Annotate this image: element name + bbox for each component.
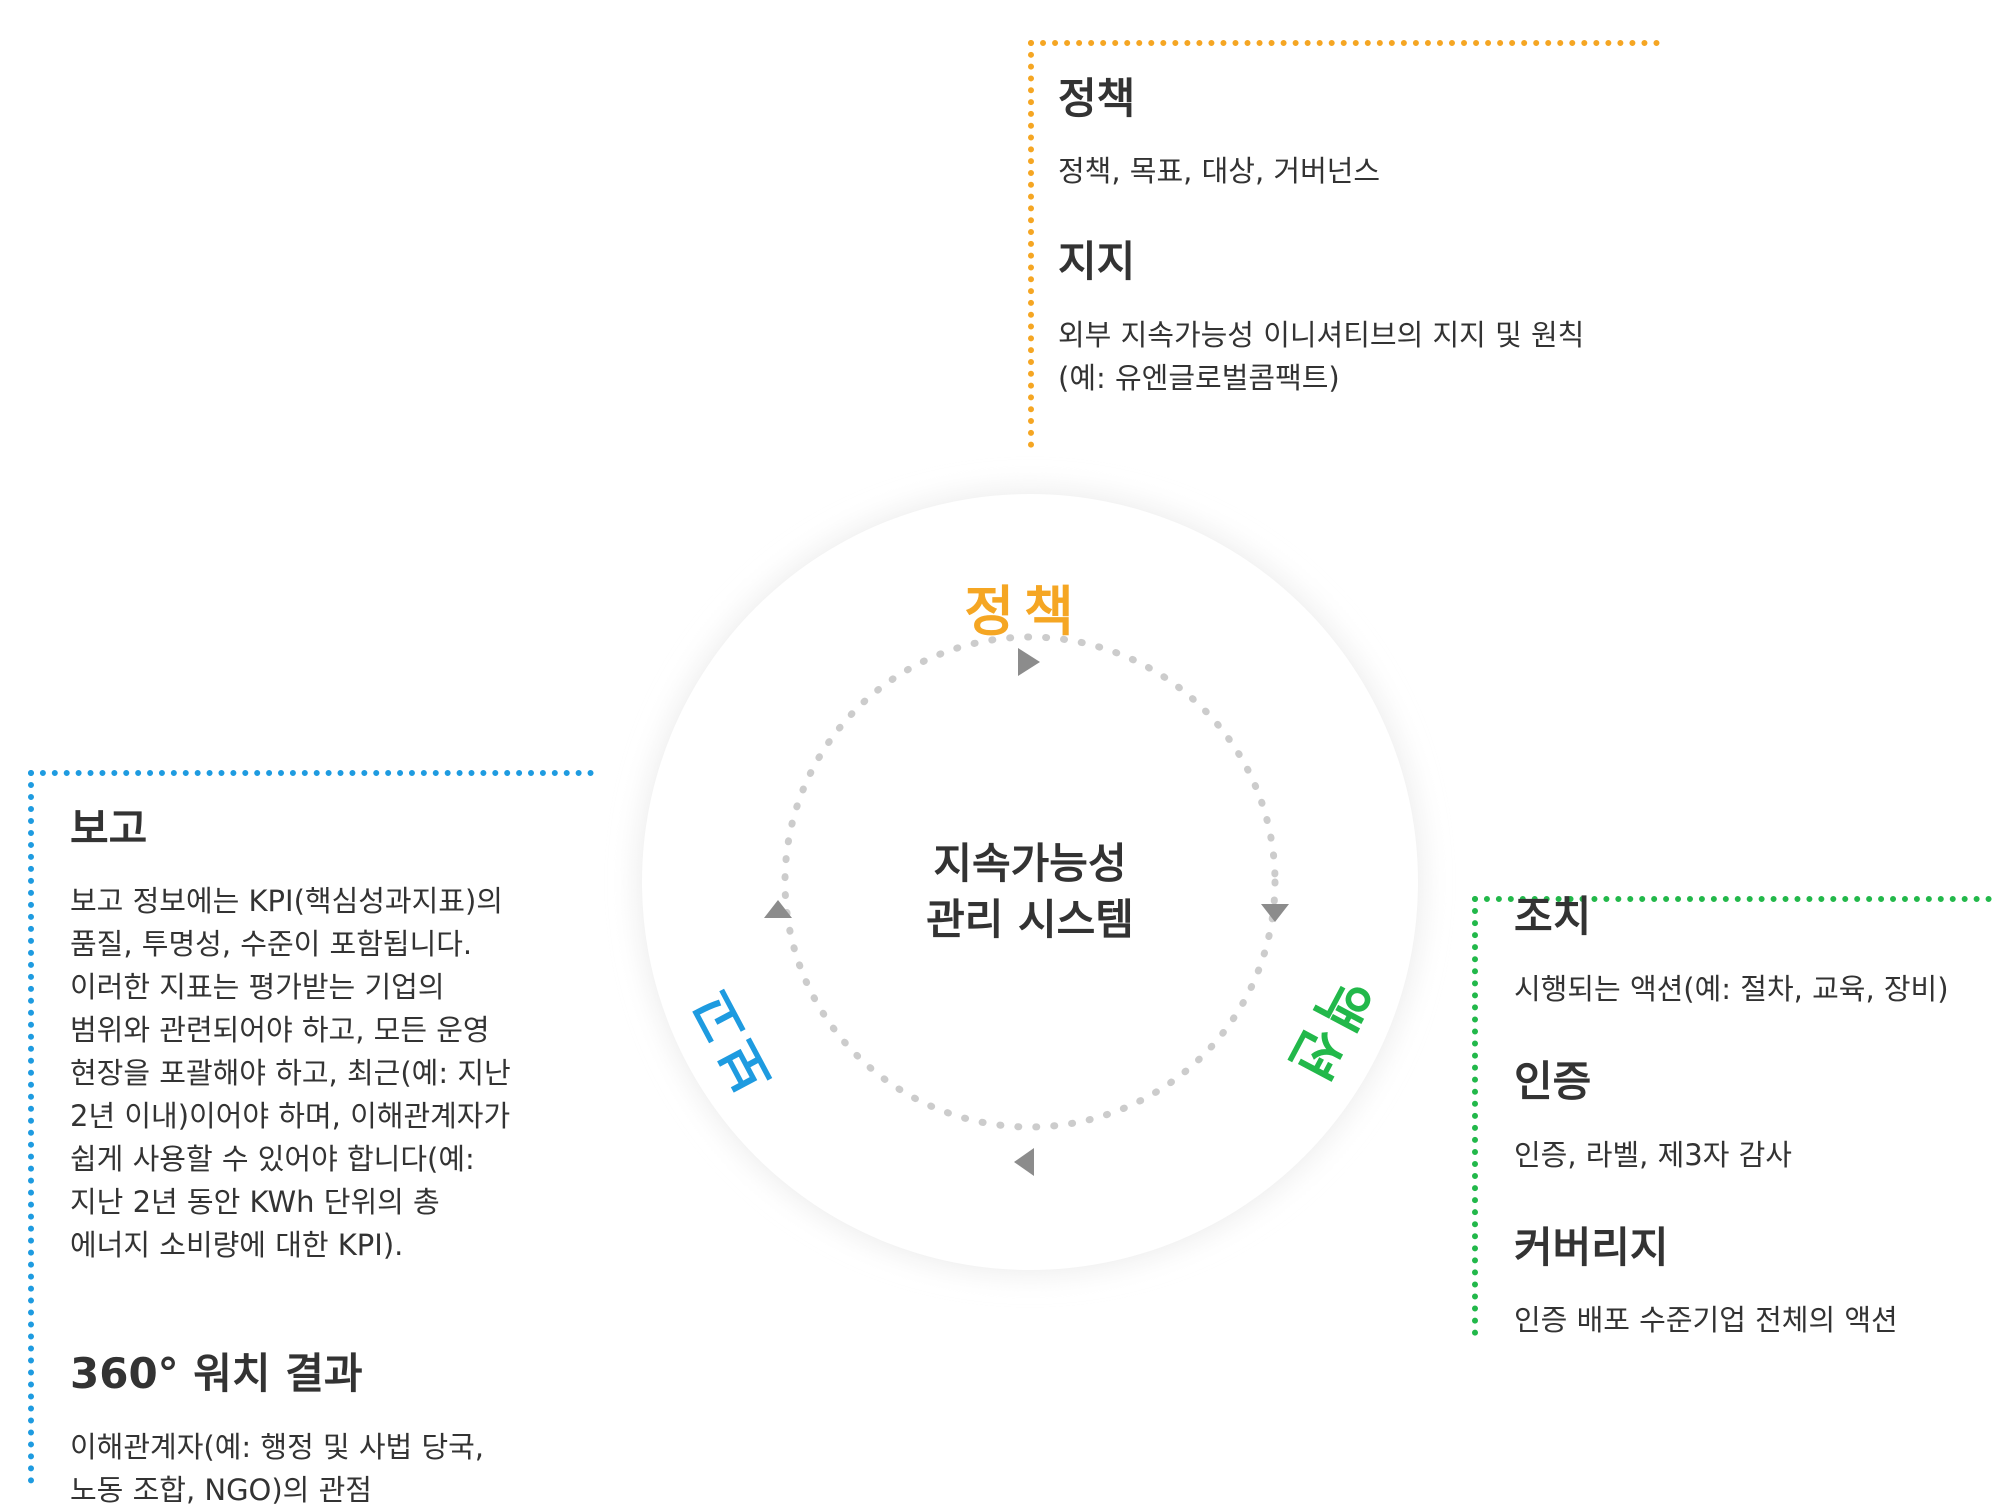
section-title: 360° 워치 결과 <box>70 1349 363 1399</box>
section-desc: 정책, 목표, 대상, 거버넌스 <box>1058 154 1381 189</box>
section-title: 조치 <box>1514 892 1592 941</box>
section-measures: 조치 시행되는 액션(예: 절차, 교육, 장비) <box>1514 892 1992 1011</box>
arrow-down-icon <box>1261 904 1289 922</box>
section-title: 커버리지 <box>1514 1222 1669 1272</box>
section-desc: 외부 지속가능성 이니셔티브의 지지 및 원칙 (예: 유엔글로벌콤팩트) <box>1058 317 1585 395</box>
section-desc: 인증, 라벨, 제3자 감사 <box>1514 1137 1792 1172</box>
section-desc: 보고 정보에는 KPI(핵심성과지표)의 품질, 투명성, 수준이 포함됩니다.… <box>70 884 511 1263</box>
center-label: 지속가능성 관리 시스템 <box>880 836 1180 948</box>
arrow-left-icon <box>1014 1148 1034 1176</box>
section-title: 인증 <box>1514 1057 1592 1107</box>
cycle-ring <box>781 633 1279 1131</box>
center-label-text: 지속가능성 관리 시스템 <box>926 839 1134 944</box>
action-panel: 조치 시행되는 액션(예: 절차, 교육, 장비) 인증 인증, 라벨, 제3자… <box>1472 892 1992 1337</box>
section-policy: 정책 정책, 목표, 대상, 거버넌스 <box>1058 74 1660 193</box>
arrow-up-icon <box>764 900 792 918</box>
section-title: 정책 <box>1058 74 1136 123</box>
section-title: 보고 <box>70 804 148 853</box>
arrow-right-icon <box>1018 648 1040 676</box>
section-report: 보고 보고 정보에는 KPI(핵심성과지표)의 품질, 투명성, 수준이 포함됩… <box>70 804 594 1267</box>
section-coverage: 커버리지 인증 배포 수준기업 전체의 액션 <box>1514 1223 1992 1342</box>
section-certification: 인증 인증, 라벨, 제3자 감사 <box>1514 1057 1992 1176</box>
label-policy: 정책 <box>964 582 1083 642</box>
section-desc: 인증 배포 수준기업 전체의 액션 <box>1514 1303 1898 1338</box>
section-360-watch: 360° 워치 결과 이해관계자(예: 행정 및 사법 당국, 노동 조합, N… <box>70 1349 594 1511</box>
section-title: 지지 <box>1058 237 1136 287</box>
section-desc: 이해관계자(예: 행정 및 사법 당국, 노동 조합, NGO)의 관점 <box>70 1429 485 1507</box>
report-panel: 보고 보고 정보에는 KPI(핵심성과지표)의 품질, 투명성, 수준이 포함됩… <box>28 770 594 1507</box>
outer-disc <box>642 494 1418 1270</box>
section-desc: 시행되는 액션(예: 절차, 교육, 장비) <box>1514 972 1949 1007</box>
section-support: 지지 외부 지속가능성 이니셔티브의 지지 및 원칙 (예: 유엔글로벌콤팩트) <box>1058 237 1660 399</box>
policy-panel: 정책 정책, 목표, 대상, 거버넌스 지지 외부 지속가능성 이니셔티브의 지… <box>1028 40 1660 448</box>
